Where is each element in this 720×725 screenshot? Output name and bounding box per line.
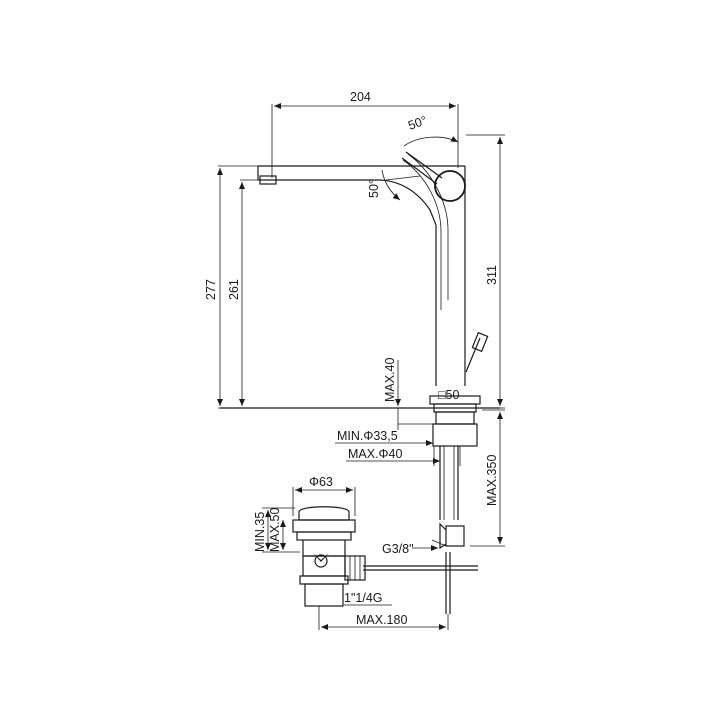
label-angle-top: 50° (406, 113, 429, 133)
waste-drain (292, 506, 366, 607)
label-max-40: MAX.40 (383, 357, 397, 402)
label-max-50: MAX.50 (268, 507, 282, 552)
label-thread-1-1-4g: 1"1/4G (344, 591, 383, 605)
label-max-diameter: MAX.Φ40 (348, 447, 402, 461)
dimension-labels: 204 50° 50° 277 261 311 MAX.40 □50 MIN.Φ… (204, 90, 499, 627)
pop-up-rod-knob (471, 331, 489, 353)
lever-knob (434, 170, 466, 202)
label-square-50: □50 (438, 388, 460, 402)
label-diameter-63: Φ63 (309, 475, 333, 489)
label-261: 261 (227, 279, 241, 300)
label-min-35: MIN.35 (253, 512, 267, 552)
aerator (259, 175, 277, 185)
label-angle-side: 50° (367, 179, 381, 198)
faucet-body (257, 151, 489, 614)
hose-fitting (445, 525, 465, 547)
label-g-3-8: G3/8" (382, 542, 414, 556)
label-277: 277 (204, 279, 218, 300)
label-min-diameter: MIN.Φ33,5 (337, 429, 398, 443)
dimensions (217, 103, 505, 630)
label-204: 204 (350, 90, 371, 104)
label-311: 311 (485, 265, 499, 285)
label-max-180: MAX.180 (356, 613, 407, 627)
label-max-350: MAX.350 (485, 455, 499, 506)
